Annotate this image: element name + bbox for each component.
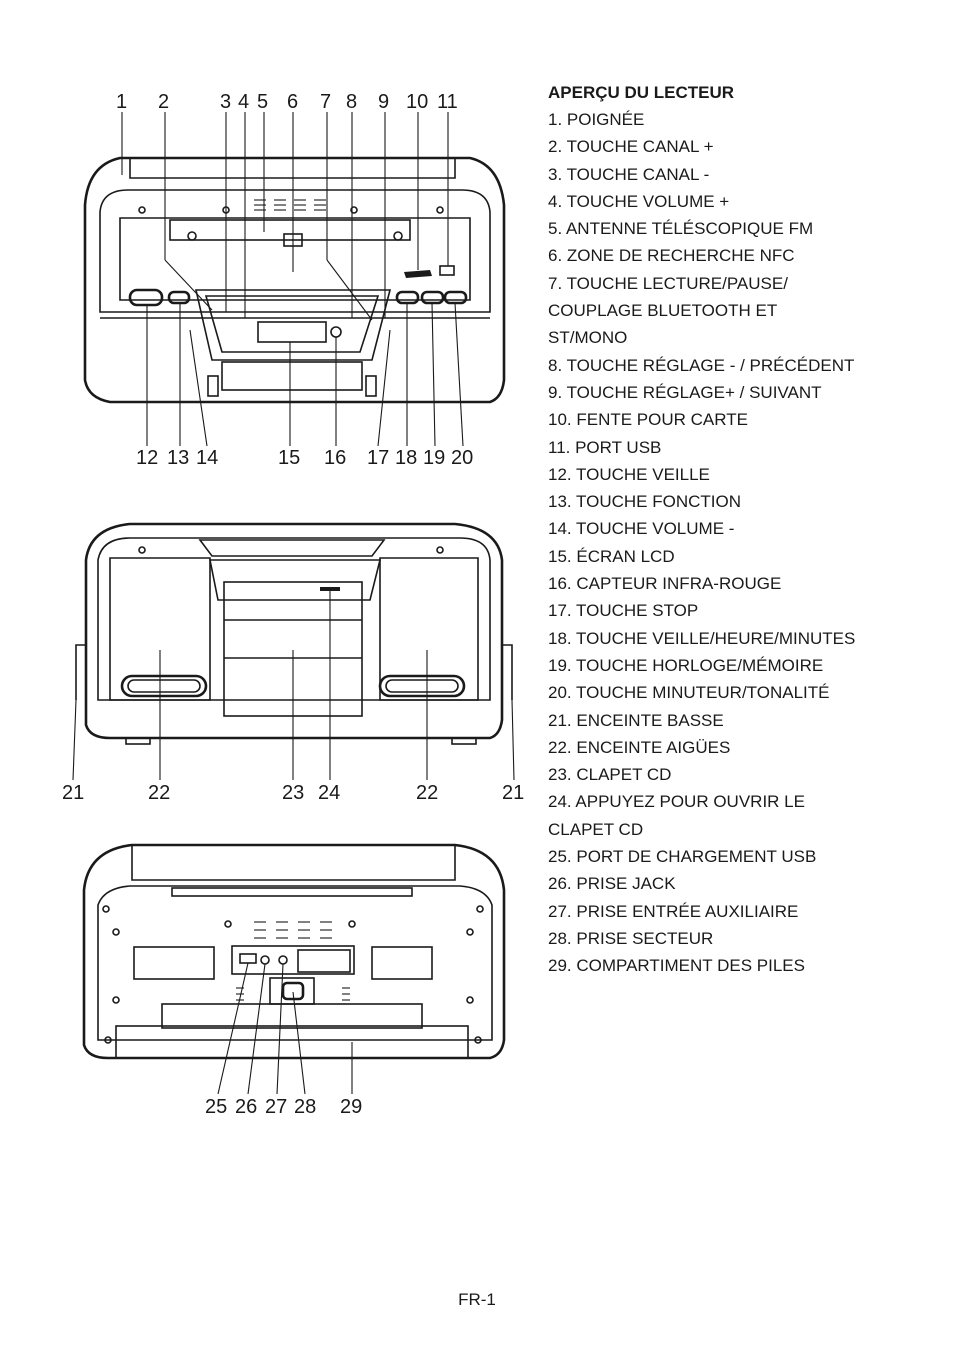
top-body-outline — [83, 156, 506, 404]
callout-7: 7 — [320, 91, 331, 113]
legend-item: 2. TOUCHE CANAL + — [548, 137, 714, 157]
legend-item: 12. TOUCHE VEILLE — [548, 464, 710, 484]
legend-item: 7. TOUCHE LECTURE/PAUSE/ COUPLAGE BLUETO… — [548, 273, 788, 348]
callout-28: 28 — [294, 1096, 316, 1118]
legend-item: 27. PRISE ENTRÉE AUXILIAIRE — [548, 901, 799, 921]
legend-item: 26. PRISE JACK — [548, 874, 676, 894]
usb-port — [439, 265, 455, 276]
back-body-outline — [82, 843, 506, 1060]
left-speaker — [109, 557, 211, 701]
callout-24: 24 — [318, 782, 340, 804]
callout-21-right: 21 — [502, 782, 524, 804]
top-handle — [99, 189, 491, 313]
legend-item: 4. TOUCHE VOLUME + — [548, 191, 730, 211]
back-usb-charge-port — [239, 953, 257, 964]
front-view-diagram: 21 22 23 24 22 21 — [62, 522, 524, 804]
callout-6: 6 — [287, 91, 298, 113]
legend-item: 24. APPUYEZ POUR OUVRIR LE CLAPET CD — [548, 792, 805, 839]
ac-socket — [281, 981, 305, 1001]
legend-item: 28. PRISE SECTEUR — [548, 928, 714, 948]
legend-item: 1. POIGNÉE — [548, 110, 645, 129]
legend-item: 22. ENCEINTE AIGÜES — [548, 737, 731, 757]
callout-15: 15 — [278, 447, 300, 469]
callout-11: 11 — [437, 91, 458, 113]
legend-list: 1. POIGNÉE 2. TOUCHE CANAL + 3. TOUCHE CAN… — [548, 106, 948, 980]
function-button — [167, 290, 191, 305]
battery-compartment — [115, 1025, 469, 1059]
right-speaker — [379, 557, 479, 701]
back-view-diagram: 25 26 27 28 29 — [82, 843, 506, 1118]
legend-item: 20. TOUCHE MINUTEUR/TONALITÉ — [548, 683, 830, 703]
lcd-screen — [257, 321, 327, 343]
callout-12: 12 — [136, 447, 158, 469]
callout-2: 2 — [158, 91, 169, 113]
legend-item: 5. ANTENNE TÉLÉSCOPIQUE FM — [548, 219, 814, 239]
callout-3: 3 — [220, 91, 231, 113]
card-slot — [404, 270, 432, 278]
legend-item: 21. ENCEINTE BASSE — [548, 710, 724, 730]
callout-29: 29 — [340, 1096, 362, 1118]
legend-item: 11. PORT USB — [548, 437, 662, 457]
callout-20: 20 — [451, 447, 473, 469]
legend-item: 13. TOUCHE FONCTION — [548, 492, 742, 512]
callout-13: 13 — [167, 447, 189, 469]
legend-item: 16. CAPTEUR INFRA-ROUGE — [548, 574, 782, 594]
front-body-outline — [84, 522, 504, 740]
legend-item: 6. ZONE DE RECHERCHE NFC — [548, 246, 795, 266]
legend-item: 14. TOUCHE VOLUME - — [548, 519, 735, 539]
callout-26: 26 — [235, 1096, 257, 1118]
legend-item: 8. TOUCHE RÉGLAGE - / PRÉCÉDENT — [548, 355, 855, 375]
legend-title: APERÇU DU LECTEUR — [548, 83, 735, 102]
jack-socket — [260, 955, 270, 965]
callout-16: 16 — [324, 447, 346, 469]
callout-21-left: 21 — [62, 782, 84, 804]
callout-27: 27 — [265, 1096, 287, 1118]
callout-4: 4 — [238, 91, 249, 113]
cd-open-button — [320, 587, 340, 591]
legend-item: 25. PORT DE CHARGEMENT USB — [548, 847, 817, 867]
callout-17: 17 — [367, 447, 389, 469]
callout-18: 18 — [395, 447, 417, 469]
legend: APERÇU DU LECTEUR 1. POIGNÉE 2. TOUCHE CA… — [548, 80, 948, 980]
legend-item: 17. TOUCHE STOP — [548, 601, 699, 621]
callout-8: 8 — [346, 91, 357, 113]
callout-1: 1 — [116, 91, 127, 113]
legend-item: 19. TOUCHE HORLOGE/MÉMOIRE — [548, 655, 824, 675]
callout-5: 5 — [257, 91, 268, 113]
back-antenna — [171, 887, 413, 897]
legend-item: 23. CLAPET CD — [548, 765, 672, 785]
callout-22-right: 22 — [416, 782, 438, 804]
legend-item: 10. FENTE POUR CARTE — [548, 410, 748, 430]
aux-socket — [278, 955, 288, 965]
legend-item: 15. ÉCRAN LCD — [548, 546, 675, 566]
device-diagrams: 1 2 3 4 5 6 7 8 9 10 11 — [62, 91, 524, 1118]
page-number: FR-1 — [458, 1290, 496, 1309]
antenna — [169, 219, 411, 241]
ir-sensor — [330, 326, 342, 338]
callout-10: 10 — [406, 91, 428, 113]
legend-item: 29. COMPARTIMENT DES PILES — [548, 956, 805, 976]
callout-19: 19 — [423, 447, 445, 469]
callout-25: 25 — [205, 1096, 227, 1118]
standby-button — [128, 288, 164, 307]
legend-item: 18. TOUCHE VEILLE/HEURE/MINUTES — [548, 628, 856, 648]
top-view-diagram: 1 2 3 4 5 6 7 8 9 10 11 — [83, 91, 506, 469]
callout-9: 9 — [378, 91, 389, 113]
callout-23: 23 — [282, 782, 304, 804]
legend-item: 9. TOUCHE RÉGLAGE+ / SUIVANT — [548, 382, 822, 402]
callout-22-left: 22 — [148, 782, 170, 804]
callout-14: 14 — [196, 447, 218, 469]
legend-item: 3. TOUCHE CANAL - — [548, 164, 710, 184]
